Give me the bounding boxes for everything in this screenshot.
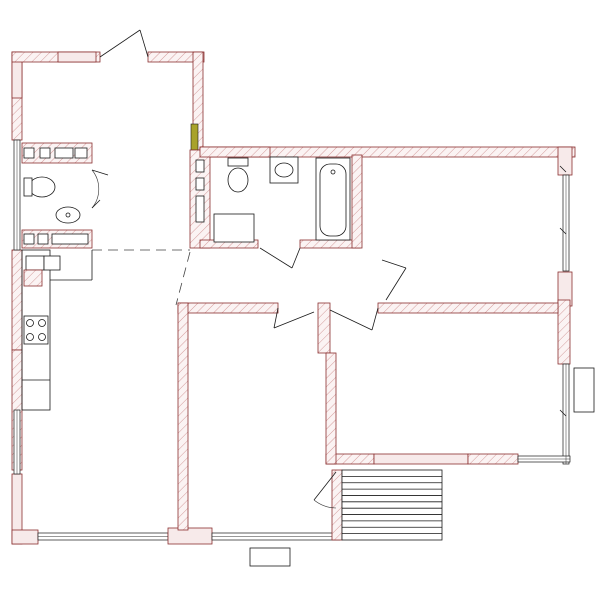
- wall-bath2-top: [199, 146, 271, 158]
- wall-bath2-bottom-2: [299, 239, 361, 249]
- exterior-walls: [11, 51, 576, 545]
- shower-tray-icon: [213, 213, 255, 243]
- wall-bottom-se-mid: [373, 453, 469, 465]
- window-panes: [16, 140, 570, 537]
- wall-tub-right: [351, 154, 363, 249]
- zone-lines: [92, 249, 191, 306]
- bath2-shelf-1: [195, 159, 205, 173]
- bedroom-east-door[interactable]: [381, 259, 407, 269]
- wall-left-middle: [11, 249, 23, 351]
- wall-bottom-living-left: [11, 529, 39, 545]
- interior-walls: [21, 142, 559, 541]
- bath2-shelf-3: [195, 195, 205, 223]
- bath1-shelf-6: [37, 233, 49, 245]
- bathtub-icon: [315, 157, 351, 241]
- sink-basin-icon: [43, 255, 61, 271]
- kitchen: [21, 249, 93, 411]
- front-step: [249, 547, 291, 567]
- entry-door-left-leaf[interactable]: [99, 29, 141, 58]
- toilet-icon: [28, 176, 56, 198]
- bath1-shelf-1: [23, 147, 35, 159]
- sink-icon: [25, 255, 45, 271]
- accent-column: [190, 123, 199, 151]
- toilet-2-icon: [227, 167, 249, 193]
- wall-bedroom-mid-right: [317, 302, 331, 354]
- bathroom-2: [195, 156, 351, 269]
- wall-bottom-living-right: [167, 527, 213, 545]
- entry-door-right-leaf[interactable]: [139, 29, 149, 58]
- patio-door[interactable]: [313, 471, 337, 501]
- wall-ticks: [559, 165, 567, 417]
- bath1-shelf-4: [74, 147, 88, 159]
- toilet-2-tank-icon: [227, 157, 249, 167]
- side-step-east: [573, 367, 595, 413]
- washbasin-icon: [55, 206, 81, 224]
- bedroom-middle-door-left[interactable]: [273, 307, 279, 329]
- patio-stairs[interactable]: [341, 469, 443, 541]
- toilet-tank-icon: [23, 177, 33, 197]
- bath2-shelf-2: [195, 177, 205, 191]
- kitchen-counter: [21, 249, 51, 411]
- wall-corridor-south-right: [377, 302, 559, 314]
- bath1-shelf-3: [54, 147, 74, 159]
- stairs-outline: [341, 469, 443, 541]
- wall-bottom-se-right: [467, 453, 519, 465]
- bath2-door[interactable]: [259, 247, 293, 269]
- cooktop-icon: [23, 315, 49, 345]
- washbasin-2-icon: [269, 156, 299, 184]
- bath1-shelf-7: [51, 233, 89, 245]
- wall-bedroom-mid-right-lower: [325, 352, 337, 465]
- bedroom-middle-door-right[interactable]: [329, 309, 373, 331]
- bath1-shelf-2: [39, 147, 51, 159]
- bath2-door-2[interactable]: [291, 247, 301, 269]
- kitchen-hatch-icon: [23, 269, 43, 287]
- bath1-shelf-5: [23, 233, 35, 245]
- wall-se-entry: [331, 469, 343, 541]
- bath1-door[interactable]: [91, 169, 109, 176]
- bathroom-1: [23, 147, 109, 245]
- wall-top-living-pier: [57, 51, 97, 63]
- doors: [99, 29, 407, 509]
- wall-corridor-south-left: [177, 302, 279, 314]
- wall-right-middle: [557, 299, 571, 365]
- wall-bedroom-mid-left: [177, 302, 189, 531]
